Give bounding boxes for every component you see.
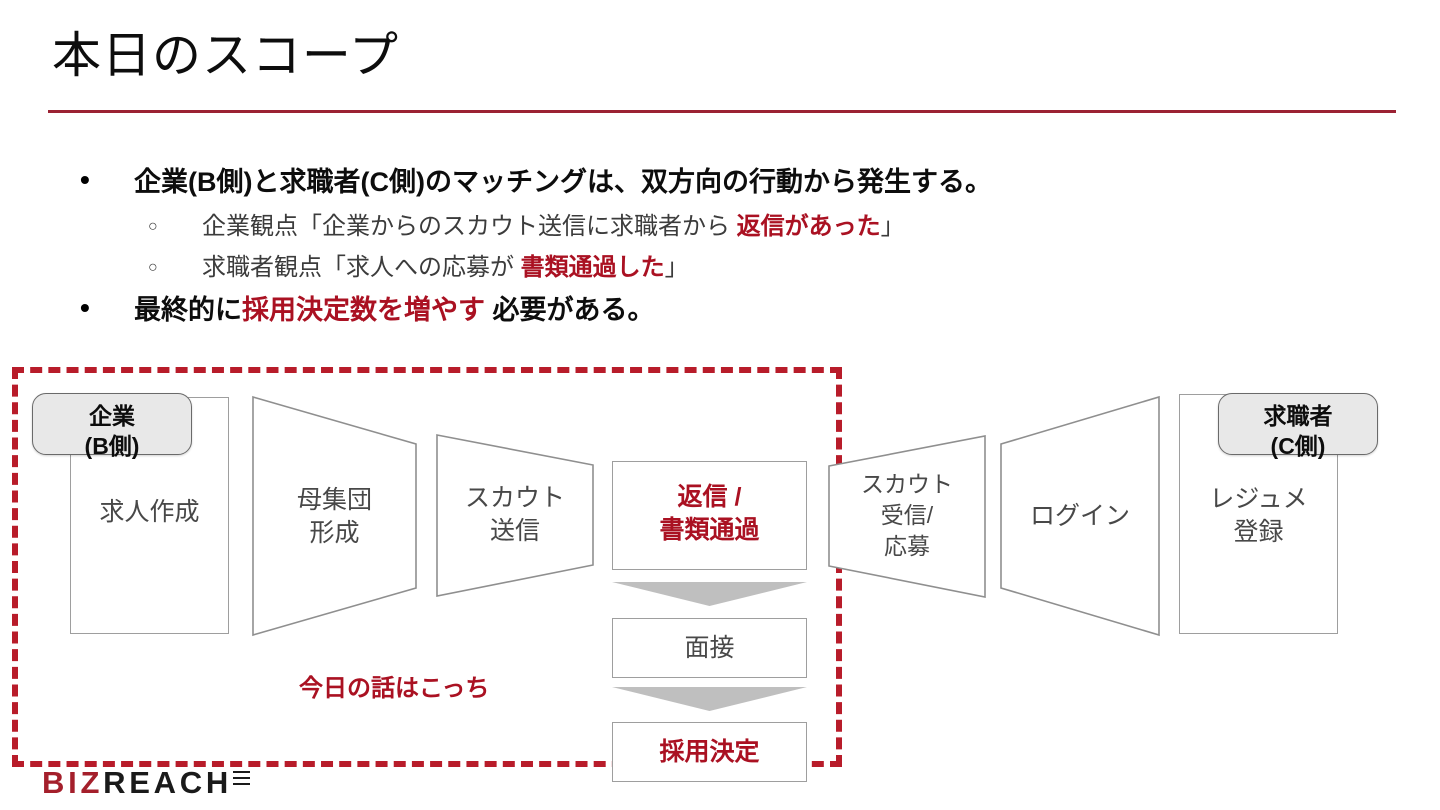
funnel-step-pool-building: 母集団 形成 bbox=[252, 396, 417, 636]
bullet-item-2: 企業観点「企業からのスカウト送信に求職者から 返信があった」 bbox=[72, 206, 1392, 247]
down-chevron-icon-2 bbox=[612, 687, 807, 711]
bullet-2-text-highlight: 返信があった bbox=[736, 213, 881, 240]
funnel-step-scout-receive-label-2: 受信/ bbox=[880, 502, 934, 528]
bullet-4-text-highlight: 採用決定数を増やす bbox=[242, 295, 485, 325]
bizreach-logo: BIZREACH bbox=[42, 765, 250, 800]
funnel-step-reply-pass: 返信 / 書類通過 bbox=[612, 461, 807, 570]
badge-company-line-1: 企業 bbox=[89, 403, 135, 429]
bullet-3-text-highlight: 書類通過した bbox=[520, 254, 665, 281]
funnel-step-pool-building-label-1: 母集団 bbox=[296, 486, 372, 514]
bullet-item-1: 企業(B側)と求職者(C側)のマッチングは、双方向の行動から発生する。 bbox=[72, 158, 1392, 204]
logo-text-biz: BIZ bbox=[42, 765, 104, 800]
funnel-step-resume-register-label-2: 登録 bbox=[1233, 518, 1284, 546]
funnel-step-scout-send-label-2: 送信 bbox=[489, 517, 540, 545]
funnel-step-scout-receive-label-3: 応募 bbox=[884, 533, 930, 559]
funnel-step-scout-receive-label-1: スカウト bbox=[861, 471, 953, 497]
page-title: 本日のスコープ bbox=[52, 29, 399, 83]
bullet-3-text-a: 求職者観点「求人への応募が bbox=[202, 254, 521, 281]
funnel-step-login-label: ログイン bbox=[1029, 502, 1130, 530]
bullet-2-text-b: 」 bbox=[880, 213, 905, 240]
funnel-step-pool-building-shape bbox=[252, 395, 417, 637]
funnel-step-scout-receive-apply: スカウト 受信/ 応募 bbox=[828, 435, 986, 598]
badge-candidate-line-1: 求職者 bbox=[1263, 403, 1333, 429]
funnel-step-hire-decision: 採用決定 bbox=[612, 722, 807, 782]
funnel-step-interview-label: 面接 bbox=[684, 634, 735, 662]
badge-company-b-side: 企業 (B側) bbox=[32, 393, 192, 459]
funnel-step-scout-send-shape bbox=[436, 434, 594, 597]
bullet-4-text-a: 最終的に bbox=[134, 295, 242, 325]
bullet-list: 企業(B側)と求職者(C側)のマッチングは、双方向の行動から発生する。 企業観点… bbox=[72, 158, 1392, 334]
bullet-3-text-b: 」 bbox=[664, 254, 689, 281]
badge-company-line-2: (B側) bbox=[84, 433, 140, 459]
down-chevron-icon-1 bbox=[612, 582, 807, 606]
funnel-step-job-creation-label: 求人作成 bbox=[99, 498, 200, 526]
funnel-step-reply-pass-label-1: 返信 / bbox=[677, 483, 742, 511]
funnel-step-reply-pass-label-2: 書類通過 bbox=[659, 516, 760, 544]
logo-text-reach: REACH bbox=[103, 765, 232, 800]
scope-annotation: 今日の話はこっち bbox=[299, 675, 490, 702]
badge-candidate-c-side: 求職者 (C側) bbox=[1218, 393, 1378, 459]
bullet-item-4: 最終的に採用決定数を増やす 必要がある。 bbox=[72, 286, 1392, 332]
funnel-step-login-shape bbox=[1000, 395, 1160, 637]
funnel-step-scout-send: スカウト 送信 bbox=[436, 434, 594, 597]
bullet-2-text-a: 企業観点「企業からのスカウト送信に求職者から bbox=[202, 213, 737, 240]
funnel-step-login: ログイン bbox=[1000, 396, 1160, 636]
funnel-step-resume-register-label-1: レジュメ bbox=[1209, 485, 1308, 513]
funnel-step-hire-decision-label: 採用決定 bbox=[659, 738, 760, 766]
bullet-4-text-b: 必要がある。 bbox=[485, 295, 655, 325]
bullet-item-3: 求職者観点「求人への応募が 書類通過した」 bbox=[72, 247, 1392, 288]
title-divider bbox=[48, 110, 1396, 113]
funnel-step-interview: 面接 bbox=[612, 618, 807, 678]
badge-candidate-line-2: (C側) bbox=[1270, 433, 1326, 459]
funnel-step-scout-send-label-1: スカウト bbox=[464, 484, 565, 512]
bullet-1-text: 企業(B側)と求職者(C側)のマッチングは、双方向の行動から発生する。 bbox=[134, 167, 992, 197]
funnel-step-pool-building-label-2: 形成 bbox=[309, 519, 360, 547]
funnel-step-scout-receive-shape bbox=[828, 435, 986, 598]
